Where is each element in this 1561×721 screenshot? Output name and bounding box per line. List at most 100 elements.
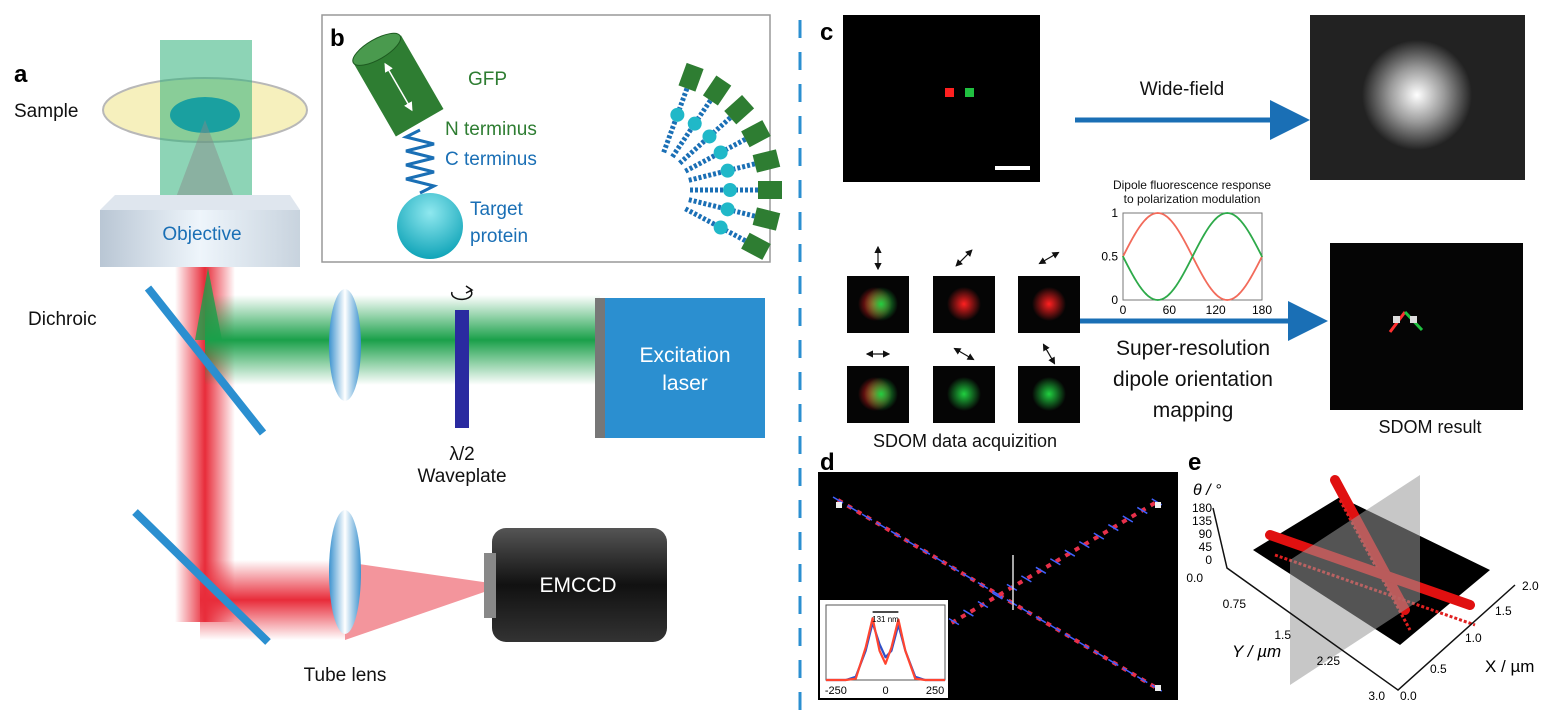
target-label-1: Target [470, 199, 524, 220]
profile-line-1 [826, 617, 945, 682]
panel-a: a Objective Sample Dichroic Tube lens λ/… [14, 40, 765, 686]
x-tick-label: 120 [1206, 303, 1226, 317]
panel-b: b GFP N terminus C terminus Target prote… [321, 14, 782, 263]
dipole-mark [1006, 583, 1018, 592]
fan-protein [720, 163, 735, 178]
x-tick-label: 180 [1252, 303, 1272, 317]
sdom-result-image [1330, 243, 1523, 410]
acquisition-spot [947, 377, 981, 411]
dipole-mark [1122, 515, 1134, 523]
emccd-label: EMCCD [540, 574, 617, 597]
data-point [1180, 277, 1182, 280]
data-point [1214, 218, 1217, 220]
fan-protein [713, 220, 728, 235]
acquisition-spot [1032, 287, 1066, 321]
dipole-mark [1136, 675, 1148, 684]
data-point [1168, 293, 1171, 295]
y-tick: 2.25 [1317, 654, 1341, 668]
y-tick-label: 1 [1111, 206, 1118, 220]
dipole-mark [1122, 667, 1134, 675]
fan-linker [670, 89, 720, 159]
panel-label-c: c [820, 19, 833, 46]
x-tick: 1.0 [1465, 631, 1482, 645]
tube-lens [329, 510, 361, 634]
y-tick: 3.0 [1368, 689, 1385, 703]
y-tick: 0.0 [1186, 571, 1203, 585]
dipole-mark [1064, 633, 1076, 641]
fan-gfp [741, 232, 771, 260]
dipole-mark [1035, 566, 1047, 574]
y-tick-label: 0 [1111, 293, 1118, 307]
dipole-mark [948, 564, 960, 573]
dipole-mark [890, 530, 902, 538]
data-point [1203, 233, 1205, 236]
acquisition-spot [864, 287, 898, 321]
dipole-mark [977, 600, 989, 609]
dipole-mark [1093, 650, 1105, 658]
dipole-mark [1107, 523, 1119, 532]
dipole-mark [905, 539, 916, 547]
data-point [1261, 255, 1263, 258]
dipole-mark [1136, 506, 1148, 515]
acquisition-label: SDOM data acquizition [873, 431, 1057, 451]
dipole-mark [1107, 658, 1119, 667]
data-point [1145, 218, 1147, 220]
fan-protein [687, 116, 702, 131]
sr-label-3: mapping [1153, 399, 1234, 422]
dipole-mark [963, 573, 974, 581]
x-tick-label: 0 [1120, 303, 1127, 317]
polarization-arrow [1038, 251, 1060, 265]
panel-label-d: d [820, 449, 835, 476]
fold-mirror [132, 509, 271, 645]
fan-gfp [741, 120, 771, 148]
laser-label-1: Excitation [639, 344, 730, 367]
x-tick: 0.0 [1400, 689, 1417, 703]
polarization-arrow [953, 347, 975, 361]
dipole-mark [1078, 541, 1090, 549]
red-emitter [945, 88, 954, 97]
theta-tick: 180 [1192, 501, 1212, 515]
objective-cone [175, 120, 235, 200]
excitation-focus [195, 268, 222, 340]
laser-label-2: laser [662, 372, 708, 395]
red-dipole-center [1393, 316, 1400, 323]
dipole-mark [1006, 598, 1018, 607]
data-point [1180, 233, 1182, 236]
dipole-mark [1035, 616, 1047, 624]
fan-gfp [752, 149, 781, 173]
data-point [1249, 233, 1252, 236]
dipole-mark [963, 609, 974, 617]
n-terminus-label: N terminus [445, 119, 537, 140]
dipole-chart-title-1: Dipole fluorescence response [1113, 178, 1271, 192]
linker-spring [401, 128, 439, 195]
dipole-mark [847, 504, 858, 513]
data-point [1249, 277, 1252, 280]
x-tick-label: 60 [1163, 303, 1177, 317]
data-point [1203, 277, 1205, 280]
x-tick-label: -250 [825, 685, 847, 697]
dipole-mark [1093, 532, 1105, 540]
filament [836, 498, 1162, 692]
data-point [1238, 293, 1240, 295]
objective-top [100, 195, 300, 210]
sr-label-1: Super-resolution [1116, 337, 1270, 360]
data-point [1191, 255, 1194, 258]
filament [836, 498, 1162, 692]
laser-aperture [595, 298, 605, 438]
rotation-arrow-icon [450, 285, 474, 301]
cell [170, 97, 240, 133]
green-emitter [965, 88, 974, 97]
3d-axes [1212, 507, 1516, 691]
x-axis-label: X / µm [1485, 657, 1534, 676]
data-point [1156, 212, 1159, 214]
dipole-mark [1049, 558, 1061, 566]
dipole-mark [1020, 575, 1032, 583]
acquisition-grid [847, 245, 1080, 423]
dichroic-mirror [144, 285, 267, 436]
data-point [1226, 299, 1229, 301]
excitation-beam [205, 295, 600, 385]
inset-frame [825, 604, 946, 681]
acquisition-spot [864, 377, 898, 411]
filament-dipoles [832, 496, 1163, 694]
